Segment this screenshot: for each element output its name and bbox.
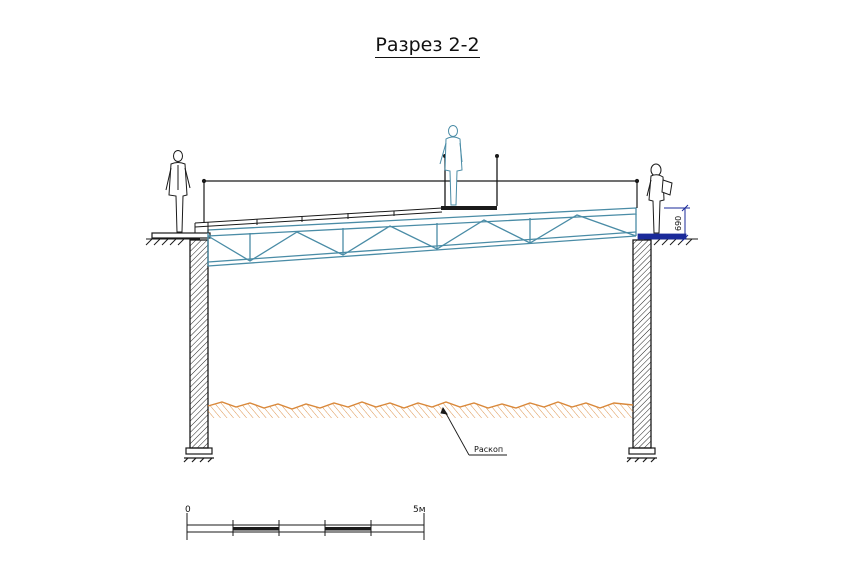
wall-left (189, 239, 209, 449)
dimension-label: 690 (674, 216, 683, 231)
person-left-icon (165, 150, 191, 233)
person-platform-icon (439, 125, 463, 206)
footing-right (626, 447, 657, 463)
section-title-text: Разрез 2-2 (375, 34, 480, 58)
excavation-soil (207, 401, 634, 418)
scale-start-label: 0 (185, 505, 191, 515)
dimension-marker (664, 204, 690, 242)
scale-bar (186, 513, 425, 540)
wall-right (632, 239, 652, 449)
scale-end-label: 5м (413, 505, 426, 515)
walkway-ramp (194, 207, 443, 233)
person-right-icon (646, 163, 673, 234)
platform-left (151, 232, 211, 239)
excavation-leader (440, 407, 507, 456)
excavation-label: Раскоп (474, 445, 503, 454)
railing (201, 178, 640, 223)
footing-left (183, 447, 214, 463)
platform-right (637, 233, 687, 240)
ground-left (145, 238, 200, 246)
section-title: Разрез 2-2 (0, 34, 855, 58)
roof-truss (207, 207, 637, 267)
ground-right (644, 238, 698, 246)
